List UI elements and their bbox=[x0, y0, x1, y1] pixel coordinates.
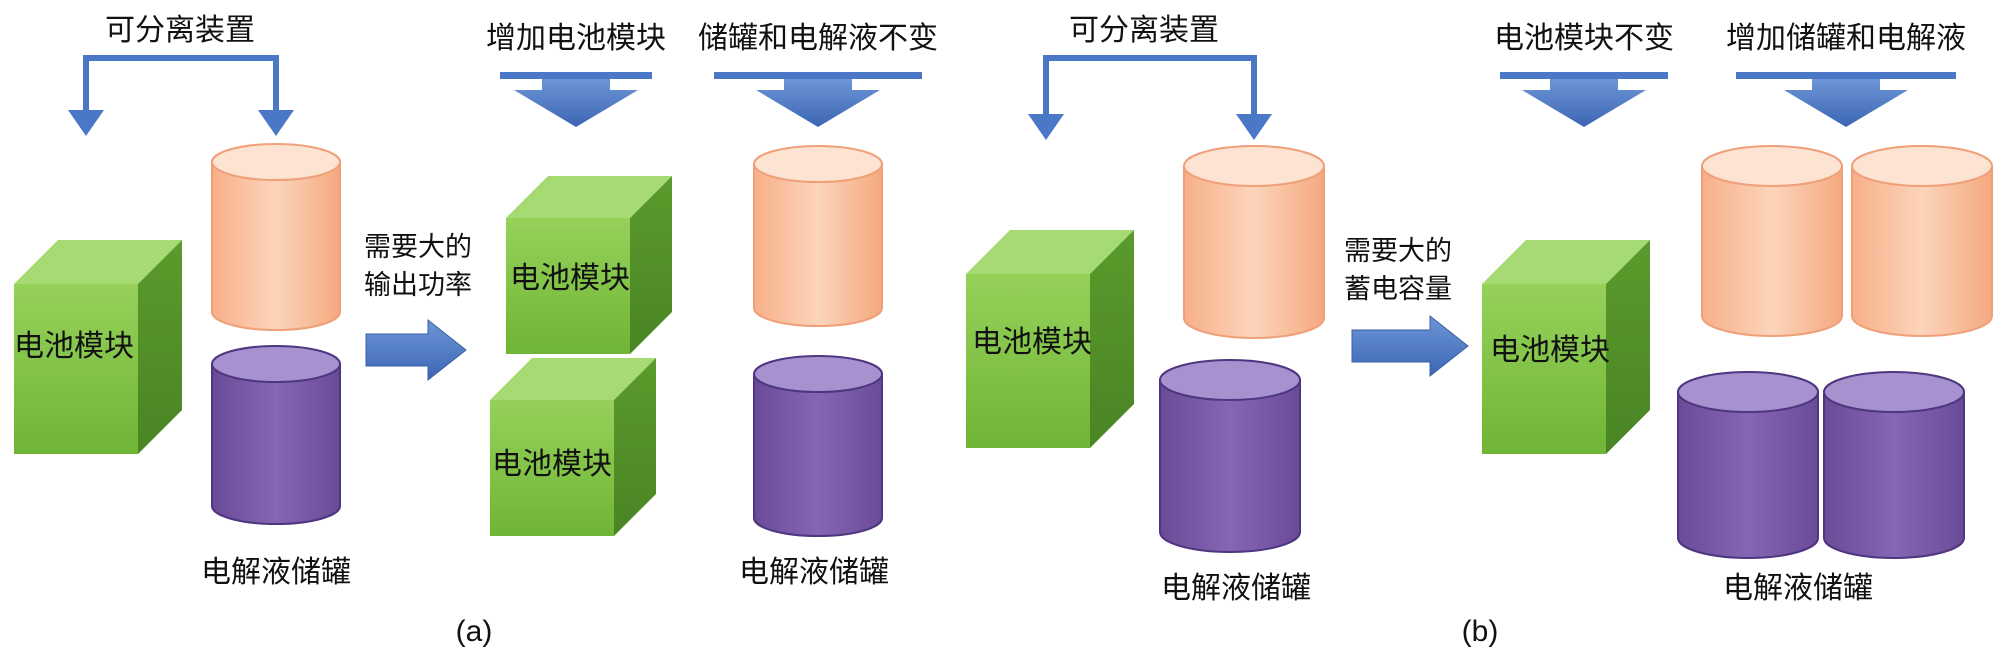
purple-tank-b1 bbox=[1159, 359, 1301, 553]
separable-bracket-arrow-icon-b bbox=[1028, 55, 1272, 140]
caption-b: (b) bbox=[1461, 615, 1499, 648]
separable-bracket-arrow-icon bbox=[68, 55, 294, 136]
purple-tank-a1 bbox=[211, 345, 341, 525]
purple-tank-a2 bbox=[753, 355, 883, 537]
down-arrow-tanks-unchanged bbox=[714, 72, 922, 127]
battery-module-label-b2: 电池模块 bbox=[1490, 333, 1610, 368]
tank-label-a1: 电解液储罐 bbox=[201, 555, 351, 590]
battery-module-label-a3: 电池模块 bbox=[492, 447, 612, 482]
orange-tank-b3 bbox=[1851, 145, 1993, 337]
separable-device-label-a: 可分离装置 bbox=[105, 13, 255, 48]
battery-module-cube-b1 bbox=[966, 230, 1134, 448]
orange-tank-a2 bbox=[753, 145, 883, 327]
tank-label-b1: 电解液储罐 bbox=[1161, 571, 1311, 606]
orange-tank-b2 bbox=[1701, 145, 1843, 337]
orange-tank-a1 bbox=[211, 143, 341, 331]
tanks-unchanged-label: 储罐和电解液不变 bbox=[698, 21, 938, 56]
battery-module-label-b1: 电池模块 bbox=[972, 325, 1092, 360]
purple-tank-b3 bbox=[1823, 371, 1965, 559]
battery-module-label-a1: 电池模块 bbox=[14, 329, 134, 364]
need-label-b: 需要大的 bbox=[1344, 236, 1452, 267]
down-arrow-increase-modules bbox=[500, 72, 652, 127]
purple-tank-b2 bbox=[1677, 371, 1819, 559]
modules-unchanged-label: 电池模块不变 bbox=[1494, 21, 1674, 56]
battery-module-cube-a2 bbox=[506, 176, 672, 354]
battery-module-cube-a1 bbox=[14, 240, 182, 454]
increase-tanks-label: 增加储罐和电解液 bbox=[1726, 21, 1966, 56]
need-label-a: 需要大的 bbox=[364, 232, 472, 263]
need-detail-label-a: 输出功率 bbox=[364, 270, 472, 301]
tank-label-a2: 电解液储罐 bbox=[739, 555, 889, 590]
right-arrow-b bbox=[1351, 314, 1469, 378]
orange-tank-b1 bbox=[1183, 145, 1325, 339]
need-detail-label-b: 蓄电容量 bbox=[1344, 274, 1452, 305]
battery-module-cube-a3 bbox=[490, 358, 656, 536]
increase-modules-label: 增加电池模块 bbox=[486, 21, 666, 56]
down-arrow-increase-tanks bbox=[1736, 72, 1956, 127]
battery-module-label-a2: 电池模块 bbox=[510, 261, 630, 296]
tank-label-b2: 电解液储罐 bbox=[1723, 571, 1873, 606]
right-arrow-a bbox=[365, 318, 467, 382]
separable-device-label-b: 可分离装置 bbox=[1069, 13, 1219, 48]
down-arrow-modules-unchanged bbox=[1500, 72, 1668, 127]
caption-a: (a) bbox=[455, 615, 493, 648]
battery-module-cube-b2 bbox=[1482, 240, 1650, 454]
